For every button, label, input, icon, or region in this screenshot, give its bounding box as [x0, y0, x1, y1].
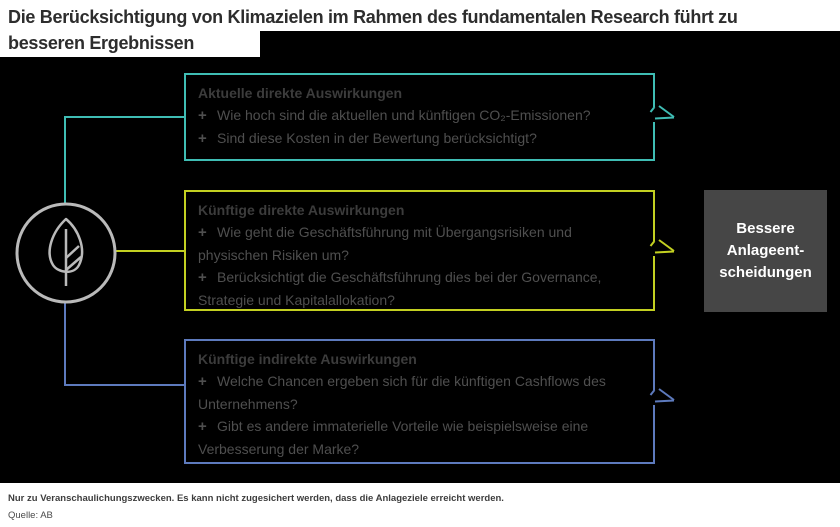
title-highlight-band-line1 — [0, 0, 840, 31]
question-text: Wie geht die Geschäftsführung mit Überga… — [198, 224, 572, 263]
leaf-icon — [15, 202, 117, 304]
plus-icon: + — [198, 130, 207, 147]
disclaimer-text: Nur zu Veranschaulichungszwecken. Es kan… — [8, 493, 504, 504]
question-text: Berücksichtigt die Geschäftsführung dies… — [198, 269, 602, 308]
plus-icon: + — [198, 107, 207, 124]
result-box: Bessere Anlageent- scheidungen — [704, 190, 827, 312]
question-item: +Welche Chancen ergeben sich für die kün… — [198, 370, 643, 415]
source-text: Quelle: AB — [8, 510, 53, 521]
connector-line-lime-horizontal — [115, 250, 184, 252]
question-text: Wie hoch sind die aktuellen und künftige… — [217, 107, 591, 123]
flow-arrow-icon-blue — [649, 388, 675, 405]
question-item: + Wie hoch sind die aktuellen und künftig… — [198, 104, 643, 127]
plus-icon: + — [198, 269, 207, 286]
connector-line-teal-vertical — [64, 116, 66, 204]
question-item: +Wie geht die Geschäftsführung mit Überg… — [198, 221, 643, 266]
plus-icon: + — [198, 373, 207, 390]
plus-icon: + — [198, 224, 207, 241]
connector-line-blue-vertical — [64, 302, 66, 386]
question-box-future-indirect: Künftige indirekte Auswirkungen +Welche … — [184, 339, 655, 464]
flow-arrow-icon-teal — [649, 105, 675, 122]
box-heading: Künftige direkte Auswirkungen — [198, 202, 405, 218]
page-title: Die Berücksichtigung von Klimazielen im … — [8, 7, 738, 53]
connector-line-teal-horizontal — [64, 116, 184, 118]
question-item: +Gibt es andere immaterielle Vorteile wi… — [198, 415, 643, 460]
question-box-future-direct: Künftige direkte Auswirkungen +Wie geht … — [184, 190, 655, 311]
box-heading: Aktuelle direkte Auswirkungen — [198, 85, 403, 101]
flow-arrow-icon-lime — [649, 239, 675, 256]
box-heading: Künftige indirekte Auswirkungen — [198, 351, 417, 367]
result-label: Bessere Anlageent- scheidungen — [719, 220, 812, 281]
footer-background — [0, 483, 840, 527]
question-box-current-direct: Aktuelle direkte Auswirkungen + Wie hoch … — [184, 73, 655, 161]
question-text: Gibt es andere immaterielle Vorteile wie… — [198, 418, 589, 457]
question-item: + Sind diese Kosten in der Bewertung berü… — [198, 127, 643, 150]
question-text: Sind diese Kosten in der Bewertung berüc… — [217, 130, 537, 146]
connector-line-blue-horizontal — [64, 384, 184, 386]
question-text: Welche Chancen ergeben sich für die künf… — [198, 373, 606, 412]
question-item: +Berücksichtigt die Geschäftsführung die… — [198, 266, 643, 311]
plus-icon: + — [198, 418, 207, 435]
title-highlight-band-line2 — [0, 31, 260, 57]
